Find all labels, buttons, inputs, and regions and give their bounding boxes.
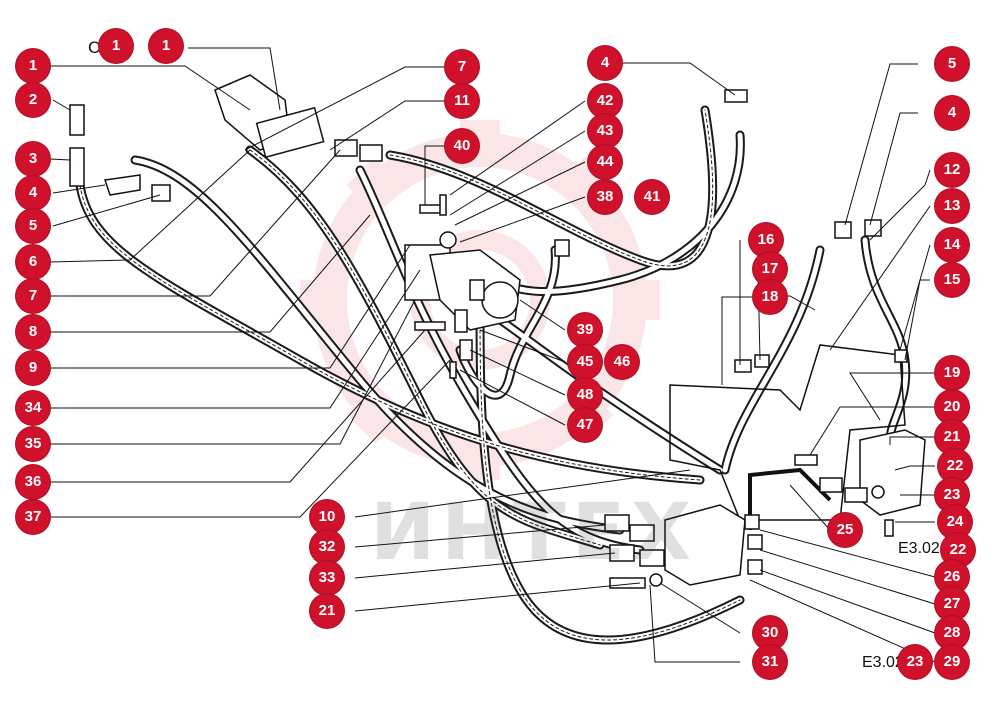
callout-5[interactable]: 5: [935, 47, 969, 81]
callout-45[interactable]: 45: [568, 345, 602, 379]
callout-10[interactable]: 10: [310, 500, 344, 534]
callout-19[interactable]: 19: [935, 356, 969, 390]
callout-1[interactable]: 1: [99, 29, 133, 63]
callout-23[interactable]: 23: [898, 645, 932, 679]
callout-14[interactable]: 14: [935, 228, 969, 262]
callout-35[interactable]: 35: [16, 427, 50, 461]
callout-6[interactable]: 6: [16, 245, 50, 279]
callout-32[interactable]: 32: [310, 530, 344, 564]
components: [69, 74, 926, 589]
callout-27[interactable]: 27: [935, 587, 969, 621]
callout-12[interactable]: 12: [935, 153, 969, 187]
callout-39[interactable]: 39: [568, 313, 602, 347]
callout-11[interactable]: 11: [445, 84, 479, 118]
callout-16[interactable]: 16: [749, 223, 783, 257]
callout-2[interactable]: 2: [16, 83, 50, 117]
callout-37[interactable]: 37: [16, 500, 50, 534]
callout-4[interactable]: 4: [588, 46, 622, 80]
callout-1[interactable]: 1: [16, 49, 50, 83]
callout-30[interactable]: 30: [753, 616, 787, 650]
leader-lines: [49, 47, 936, 663]
callout-25[interactable]: 25: [828, 513, 862, 547]
callout-9[interactable]: 9: [16, 351, 50, 385]
callout-33[interactable]: 33: [310, 561, 344, 595]
callout-47[interactable]: 47: [568, 408, 602, 442]
callout-15[interactable]: 15: [935, 263, 969, 297]
callout-7[interactable]: 7: [445, 50, 479, 84]
callout-22[interactable]: 22: [938, 449, 972, 483]
callout-8[interactable]: 8: [16, 315, 50, 349]
callout-28[interactable]: 28: [935, 616, 969, 650]
callout-42[interactable]: 42: [588, 84, 622, 118]
callout-44[interactable]: 44: [588, 145, 622, 179]
callout-36[interactable]: 36: [16, 465, 50, 499]
watermark-text: ИНТЕХ: [370, 488, 698, 578]
callout-21[interactable]: 21: [935, 420, 969, 454]
callout-3[interactable]: 3: [16, 142, 50, 176]
callout-43[interactable]: 43: [588, 114, 622, 148]
callout-4[interactable]: 4: [935, 96, 969, 130]
callout-46[interactable]: 46: [605, 345, 639, 379]
callout-29[interactable]: 29: [935, 645, 969, 679]
callout-5[interactable]: 5: [16, 209, 50, 243]
callout-34[interactable]: 34: [16, 391, 50, 425]
callout-20[interactable]: 20: [935, 390, 969, 424]
callout-4[interactable]: 4: [16, 176, 50, 210]
callout-48[interactable]: 48: [568, 378, 602, 412]
ref-label-e3-upper: E3.02: [898, 540, 940, 557]
callout-1[interactable]: 1: [149, 29, 183, 63]
callout-40[interactable]: 40: [445, 129, 479, 163]
callout-41[interactable]: 41: [635, 180, 669, 214]
callout-31[interactable]: 31: [753, 645, 787, 679]
hoses: [75, 105, 911, 645]
callout-21[interactable]: 21: [310, 594, 344, 628]
callout-18[interactable]: 18: [753, 280, 787, 314]
callout-38[interactable]: 38: [588, 180, 622, 214]
callout-13[interactable]: 13: [935, 189, 969, 223]
ref-label-e3-lower: E3.02: [862, 654, 904, 671]
callout-7[interactable]: 7: [16, 279, 50, 313]
